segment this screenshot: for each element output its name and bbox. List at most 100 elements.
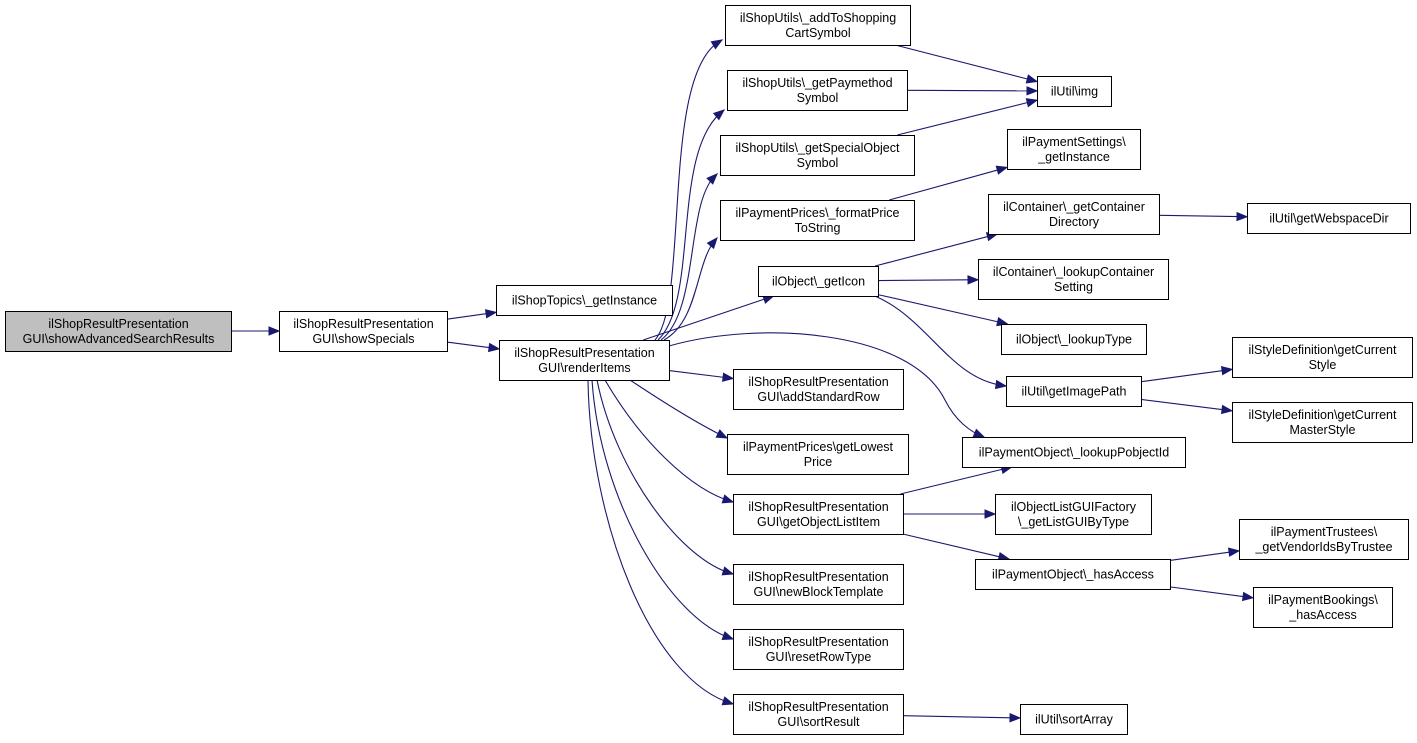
edge-n3-n10 — [629, 379, 729, 439]
node-label: _hasAccess — [1288, 608, 1356, 622]
edge-line — [1169, 586, 1245, 598]
node-box — [1001, 324, 1147, 355]
nodes-layer: ilShopResultPresentationGUI\showAdvanced… — [5, 5, 1413, 735]
node-n0[interactable]: ilShopResultPresentationGUI\showAdvanced… — [5, 311, 232, 352]
arrow-head — [721, 631, 735, 641]
node-label: ilPaymentPrices\getLowest — [743, 440, 894, 454]
edge-line — [874, 295, 1007, 387]
edge-line — [668, 332, 985, 438]
node-n8[interactable]: ilObject\_getIcon — [758, 266, 879, 297]
node-box — [733, 694, 904, 735]
node-n28[interactable]: ilPaymentTrustees\_getVendorIdsByTrustee — [1239, 519, 1409, 560]
node-label: ilShopTopics\_getInstance — [512, 294, 657, 308]
node-n15[interactable]: ilUtil\img — [1037, 76, 1112, 107]
node-label: GUI\getObjectListItem — [757, 515, 880, 529]
node-label: ilShopResultPresentation — [748, 635, 888, 649]
node-box — [1239, 519, 1409, 560]
node-label: ilUtil\getImagePath — [1022, 385, 1127, 399]
edge-line — [895, 44, 1029, 80]
node-label: _getInstance — [1037, 150, 1110, 164]
edge-n1-n3 — [446, 341, 501, 353]
edge-line — [902, 715, 1012, 719]
edge-n8-n20 — [874, 295, 1008, 390]
node-label: ilPaymentObject\_hasAccess — [992, 568, 1154, 582]
node-label: ilContainer\_lookupContainer — [993, 265, 1154, 279]
edge-line — [1140, 398, 1224, 411]
node-label: ilPaymentTrustees\ — [1271, 525, 1378, 539]
node-box — [720, 200, 915, 241]
node-n9[interactable]: ilShopResultPresentationGUI\addStandardR… — [733, 369, 904, 410]
edge-line — [668, 369, 725, 378]
node-n24[interactable]: ilUtil\sortArray — [1020, 704, 1128, 735]
node-box — [720, 135, 915, 176]
edge-n17-n25 — [1158, 211, 1249, 222]
arrow-head — [1236, 211, 1249, 222]
edge-line — [889, 169, 999, 201]
node-label: ilContainer\_getContainer — [1003, 200, 1145, 214]
node-box — [1247, 203, 1411, 234]
node-label: ilObject\_lookupType — [1016, 333, 1132, 347]
node-label: ilShopUtils\_addToShopping — [740, 11, 896, 25]
node-box — [1037, 76, 1112, 107]
edge-line — [1169, 551, 1231, 561]
node-box — [978, 259, 1169, 300]
edge-line — [660, 173, 718, 341]
node-box — [727, 70, 908, 111]
node-box — [995, 494, 1152, 535]
node-label: GUI\showSpecials — [312, 332, 414, 346]
node-n2[interactable]: ilShopTopics\_getInstance — [496, 285, 673, 316]
node-n20[interactable]: ilUtil\getImagePath — [1006, 376, 1142, 407]
edges-layer — [231, 39, 1255, 723]
arrow-head — [1220, 404, 1234, 415]
node-label: ilPaymentBookings\ — [1268, 593, 1378, 607]
node-label: ilShopResultPresentation — [48, 317, 188, 331]
node-box — [733, 369, 904, 410]
node-n21[interactable]: ilPaymentObject\_lookupPobjectId — [962, 437, 1186, 468]
edge-n8-n18 — [877, 275, 980, 285]
node-n25[interactable]: ilUtil\getWebspaceDir — [1247, 203, 1411, 234]
node-n29[interactable]: ilPaymentBookings\_hasAccess — [1253, 587, 1393, 628]
node-n19[interactable]: ilObject\_lookupType — [1001, 324, 1147, 355]
edge-line — [1158, 214, 1239, 218]
edge-n0-n1 — [231, 326, 281, 336]
node-label: ilStyleDefinition\getCurrent — [1249, 408, 1398, 422]
node-n22[interactable]: ilObjectListGUIFactory\_getListGUIByType — [995, 494, 1152, 535]
arrow-head — [1025, 98, 1039, 108]
edge-n5-n15 — [906, 86, 1039, 96]
node-label: ilObjectListGUIFactory — [1011, 500, 1137, 514]
edge-n3-n9 — [668, 369, 735, 382]
edge-n3-n12 — [596, 379, 735, 576]
node-n23[interactable]: ilPaymentObject\_hasAccess — [975, 559, 1171, 590]
edge-line — [897, 101, 1029, 136]
arrow-head — [721, 566, 735, 576]
arrow-head — [995, 165, 1009, 175]
edge-n1-n2 — [446, 309, 498, 320]
node-label: ilPaymentObject\_lookupPobjectId — [979, 446, 1169, 460]
edge-line — [629, 379, 728, 439]
node-label: ilStyleDefinition\getCurrent — [1249, 343, 1398, 357]
node-n16[interactable]: ilPaymentSettings\_getInstance — [1007, 129, 1141, 170]
edge-line — [902, 533, 1001, 558]
edge-n3-n6 — [660, 173, 718, 341]
node-label: _getVendorIdsByTrustee — [1254, 540, 1392, 554]
node-box — [499, 340, 670, 381]
node-label: ilUtil\sortArray — [1035, 713, 1114, 727]
node-n11[interactable]: ilShopResultPresentationGUI\getObjectLis… — [733, 494, 904, 535]
node-n12[interactable]: ilShopResultPresentationGUI\newBlockTemp… — [733, 564, 904, 605]
edge-line — [875, 235, 989, 267]
node-label: Directory — [1049, 215, 1100, 229]
arrow-head — [1241, 591, 1255, 602]
